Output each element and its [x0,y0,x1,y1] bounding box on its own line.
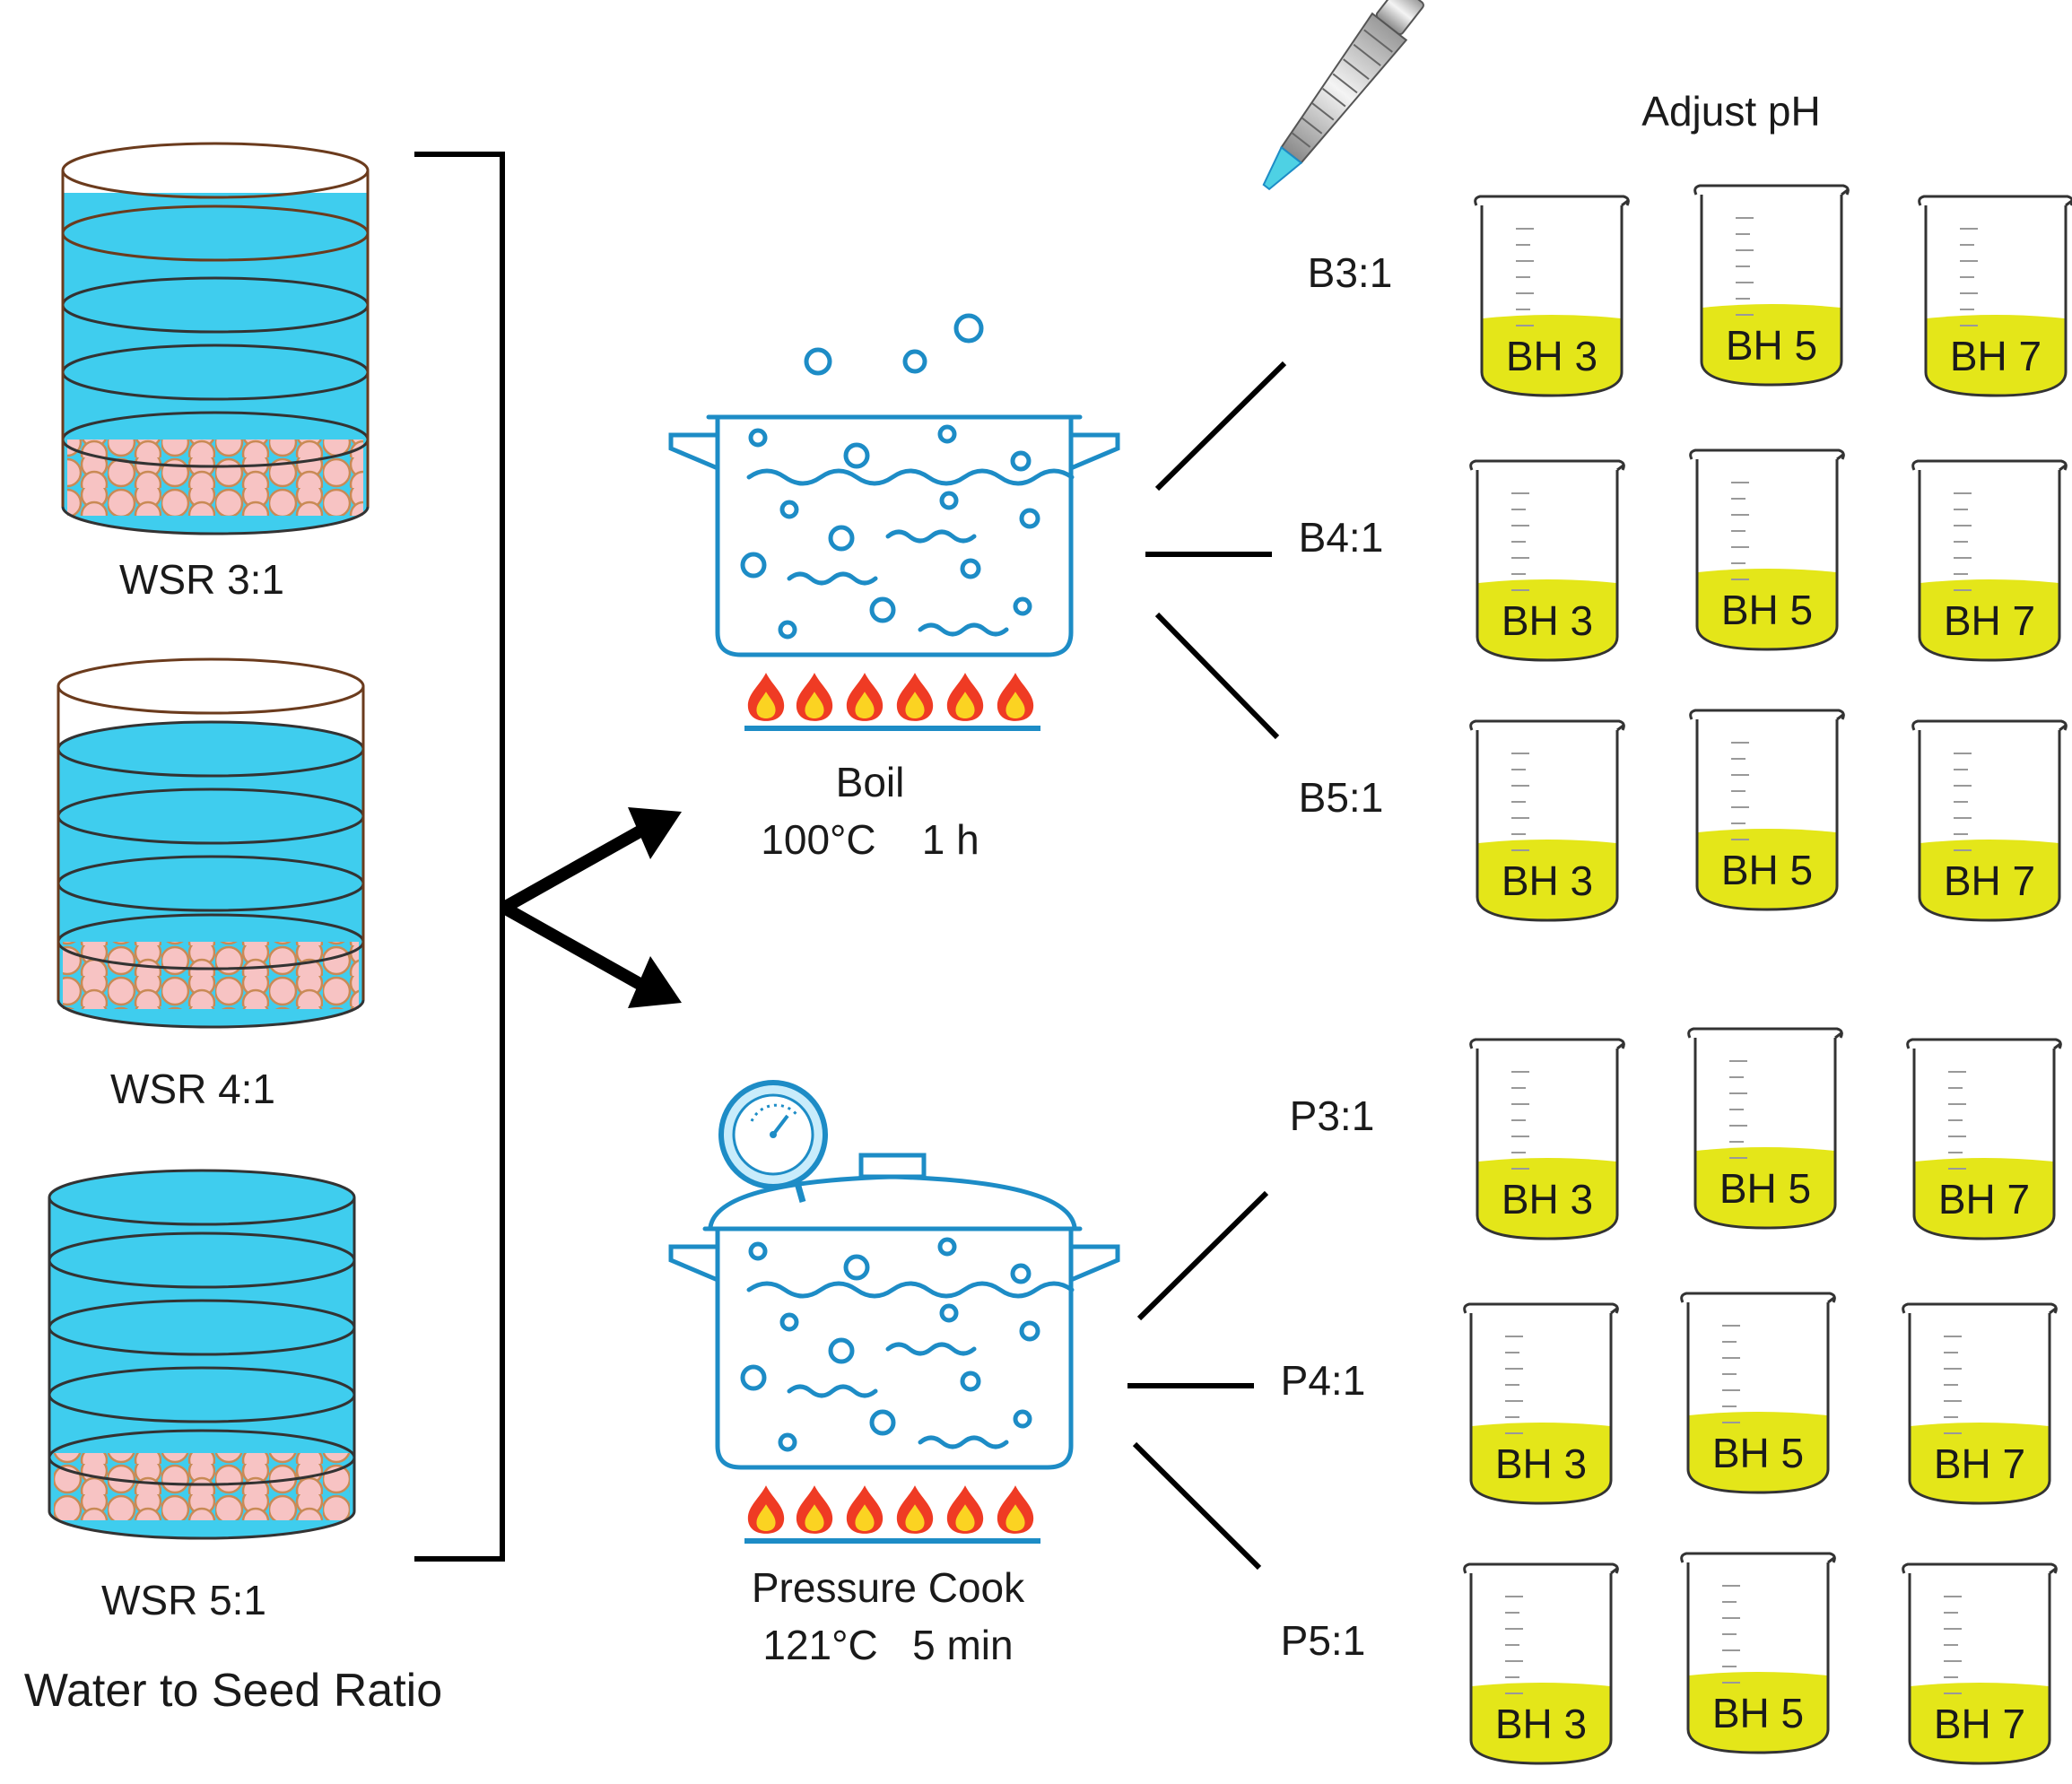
beaker-icon: BH 3 [1463,1302,1620,1505]
beaker-label: BH 3 [1506,333,1598,379]
beaker-row: B4:1 BH 3 BH 5 BH 7 [1299,448,2068,662]
cooking-pot-icon [668,313,1120,657]
beaker-label: BH 3 [1502,597,1593,644]
row-label: P4:1 [1281,1357,1366,1404]
beaker-icon: BH 7 [1918,195,2072,397]
beaker-label: BH 5 [1719,1165,1811,1212]
beaker-liquid [1915,1158,2053,1238]
beaker-liquid [1689,1412,1827,1492]
beaker-liquid [1689,1672,1827,1752]
adjust-ph-label: Adjust pH [1641,88,1820,135]
beaker-label: BH 5 [1712,1690,1804,1736]
beaker-liquid [1472,1683,1610,1762]
beaker-liquid [1696,1147,1834,1227]
row-label: B5:1 [1299,774,1384,821]
beaker-row: P3:1 BH 3 BH 5 BH 7 [1290,1027,2063,1240]
beaker-label: BH 3 [1495,1440,1587,1487]
beaker-liquid [1698,829,1836,909]
beaker-label: BH 7 [1934,1701,2025,1747]
beaker-label: BH 3 [1495,1701,1587,1747]
bracket [414,152,505,1562]
beaker-label: BH 3 [1502,1176,1593,1223]
beaker-icon: BH 3 [1469,719,1626,922]
jar-label: WSR 4:1 [110,1066,275,1112]
beaker-label: BH 5 [1712,1430,1804,1476]
jar-wsr-3-1 [61,142,370,535]
row-label: B4:1 [1299,514,1384,561]
beaker-label: BH 7 [1950,333,2042,379]
beaker-liquid [1920,579,2059,659]
beaker-liquid [1483,315,1621,395]
beaker-liquid [1702,304,1841,384]
jars-caption: Water to Seed Ratio [24,1665,442,1717]
flame-icon [744,673,1040,731]
beaker-row: B5:1 BH 3 BH 5 BH 7 [1299,709,2068,922]
beaker-liquid [1478,840,1616,919]
beaker-icon: BH 7 [1906,1038,2063,1240]
beaker-icon: BH 5 [1680,1292,1837,1494]
beaker-liquid [1698,569,1836,648]
row-label: P3:1 [1290,1092,1375,1139]
pressure-gauge-icon [718,1080,828,1203]
beaker-icon: BH 5 [1687,1027,1844,1230]
beaker-icon: BH 3 [1469,1038,1626,1240]
pressure-condition: 121°C 5 min [762,1622,1013,1668]
beaker-icon: BH 3 [1474,195,1631,397]
beaker-row: P5:1 BH 3 BH 5 BH 7 [1281,1552,2059,1765]
beaker-liquid [1911,1683,2049,1762]
beaker-label: BH 7 [1944,857,2035,904]
beaker-liquid [1920,840,2059,919]
jar-wsr-4-1 [57,657,365,1029]
beaker-label: BH 7 [1938,1176,2030,1223]
jar-wsr-5-1 [48,1169,356,1540]
row-label: P5:1 [1281,1617,1366,1664]
beaker-icon: BH 5 [1693,184,1850,387]
row-label: B3:1 [1308,249,1393,296]
jar-label: WSR 3:1 [119,556,284,603]
beaker-icon: BH 7 [1902,1562,2059,1765]
beaker-label: BH 5 [1721,587,1813,633]
beaker-liquid [1911,1423,2049,1502]
boil-condition: 100°C 1 h [761,816,979,863]
flame-icon [744,1485,1040,1544]
branch-lines [1127,361,1287,1571]
beaker-icon: BH 7 [1902,1302,2059,1505]
beaker-icon: BH 5 [1680,1552,1837,1754]
arrow-icon [501,807,682,1008]
beaker-liquid [1478,1158,1616,1238]
beaker-row: B3:1 BH 3 BH 5 BH 7 [1308,184,2072,397]
beaker-liquid [1478,579,1616,659]
cooking-pot-icon [668,1153,1120,1470]
beaker-label: BH 5 [1721,847,1813,893]
beaker-label: BH 7 [1944,597,2035,644]
pipette-icon [1262,0,1424,191]
jar-label: WSR 5:1 [101,1577,266,1623]
beaker-icon: BH 3 [1463,1562,1620,1765]
beaker-icon: BH 5 [1689,448,1846,651]
beaker-label: BH 7 [1934,1440,2025,1487]
beaker-label: BH 3 [1502,857,1593,904]
beaker-icon: BH 7 [1911,719,2068,922]
pressure-title: Pressure Cook [752,1564,1025,1611]
beaker-icon: BH 3 [1469,459,1626,662]
beaker-label: BH 5 [1726,322,1817,369]
beaker-row: P4:1 BH 3 BH 5 BH 7 [1281,1292,2059,1505]
boil-title: Boil [836,759,905,805]
beaker-icon: BH 5 [1689,709,1846,911]
beaker-icon: BH 7 [1911,459,2068,662]
beaker-liquid [1472,1423,1610,1502]
beaker-liquid [1927,315,2065,395]
